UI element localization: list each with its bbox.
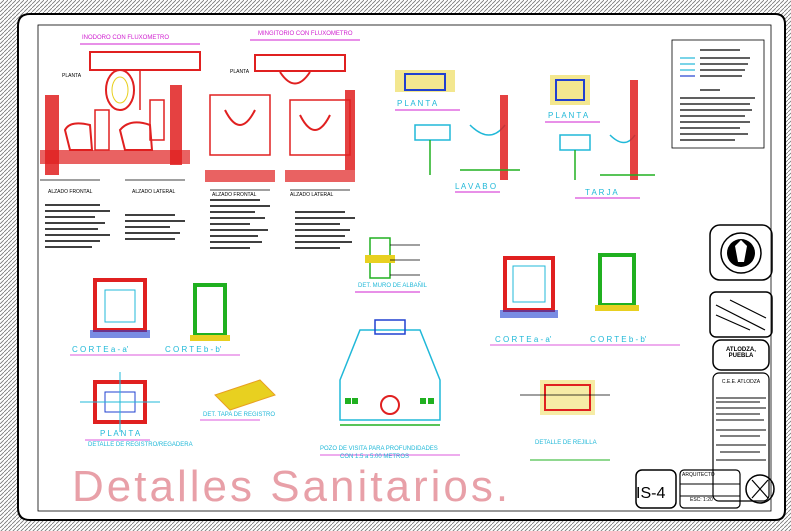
notes-blocks: [45, 199, 355, 249]
planta-label-1: PLANTA: [62, 73, 82, 79]
pozo-title: POZO DE VISITA PARA PROFUNDIDADES: [320, 446, 438, 452]
registro-cortes-right: [490, 253, 680, 346]
alzado-frontal-1: ALZADO FRONTAL: [48, 189, 93, 195]
cedula-label: C.E.E. ATLODZA: [721, 379, 761, 385]
sheet-id: IS-4: [636, 485, 666, 502]
corte-a-right: C O R T E a - a': [495, 335, 552, 344]
lavabo-planta-label: P L A N T A: [397, 99, 438, 108]
corte-b-left: C O R T E b - b': [165, 345, 222, 354]
det-registro-label: DETALLE DE REGISTRO/REGADERA: [88, 442, 193, 448]
mingitorio-detail: [205, 39, 360, 191]
sheet-number-box: [635, 469, 775, 509]
project-label: ARQUITECTO: [682, 472, 715, 478]
planta-registro-label: P L A N T A: [100, 429, 141, 438]
pozo-visita: [320, 319, 460, 456]
inodoro-detail: [40, 43, 201, 181]
location-label: ATLODZA, PUEBLA: [726, 347, 756, 359]
lavabo-title: L A V A B O: [455, 182, 497, 191]
muro-detail: [355, 237, 420, 293]
tarja-title: T A R J A: [585, 188, 618, 197]
det-muro-label: DET. MURO DE ALBAÑIL: [358, 283, 428, 289]
planta-label-2: PLANTA: [230, 69, 250, 75]
inodoro-title: INODORO CON FLUXOMETRO: [82, 35, 170, 41]
corte-a-left: C O R T E a - a': [72, 345, 129, 354]
title-block: [709, 224, 773, 502]
alzado-frontal-2: ALZADO FRONTAL: [212, 192, 257, 198]
pozo-subtitle: CON 1.5 a 5.00 METROS: [340, 454, 410, 460]
sheet-title: Detalles Sanitarios.: [72, 462, 512, 511]
inner-frame: [37, 24, 772, 512]
legend-box: [671, 39, 765, 149]
rejilla-detail: [520, 380, 610, 461]
mingitorio-title: MINGITORIO CON FLUXOMETRO: [258, 31, 353, 37]
corte-b-right: C O R T E b - b': [590, 335, 647, 344]
det-tapa-label: DET. TAPA DE REGISTRO: [203, 412, 276, 418]
registro-cortes-left: [70, 278, 240, 356]
tarja-planta-label: P L A N T A: [548, 111, 589, 120]
tarja-detail: [545, 75, 655, 199]
alzado-lateral-1: ALZADO LATERAL: [132, 189, 176, 195]
tapa-registro: [200, 379, 276, 421]
lavabo-detail: [395, 70, 520, 193]
scale-label: ESC: 1:20: [690, 497, 713, 503]
alzado-lateral-2: ALZADO LATERAL: [290, 192, 334, 198]
planta-registro: [80, 372, 160, 441]
det-rejilla-label: DETALLE DE REJILLA: [535, 440, 597, 446]
